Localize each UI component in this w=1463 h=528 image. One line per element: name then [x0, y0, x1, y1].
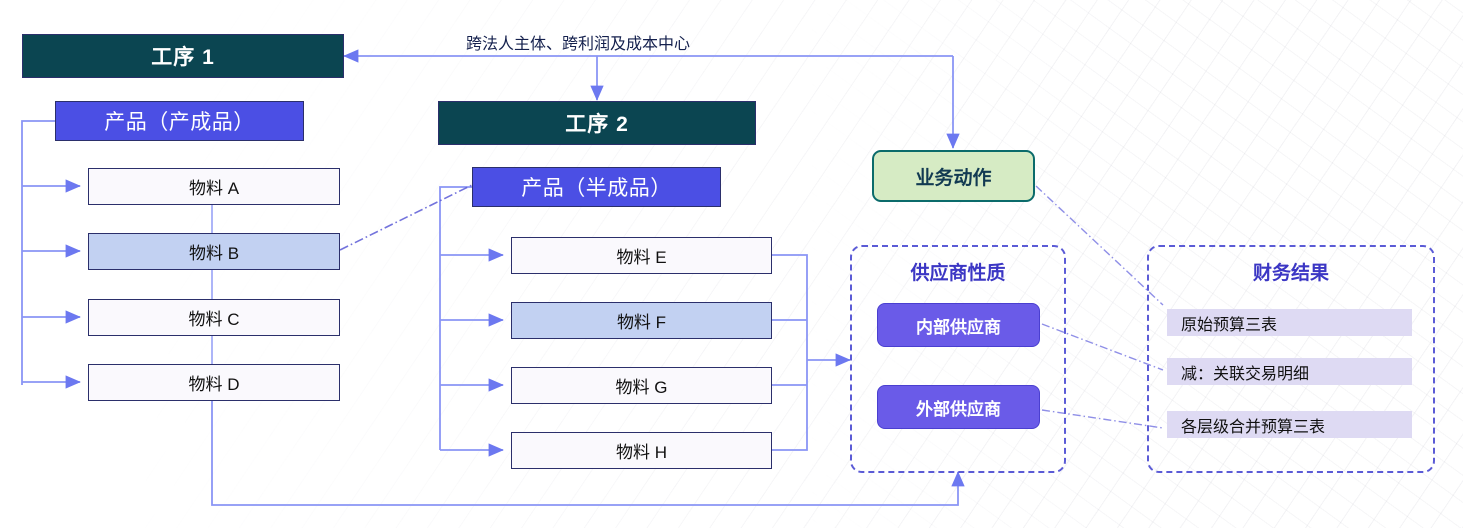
material-a-box[interactable]: 物料 A: [88, 168, 340, 205]
process-2-label: 工序 2: [565, 113, 629, 136]
business-action-label: 业务动作: [915, 167, 992, 189]
process-2-header[interactable]: 工序 2: [438, 101, 756, 145]
material-f-label: 物料 F: [616, 313, 667, 332]
finance-group-title: 财务结果: [1252, 263, 1329, 284]
finance-row-related-transactions-label: 减：关联交易明细: [1181, 365, 1310, 383]
material-d-label: 物料 D: [188, 375, 240, 394]
process-1-header[interactable]: 工序 1: [22, 34, 344, 78]
material-a-label: 物料 A: [188, 179, 240, 198]
material-b-box[interactable]: 物料 B: [88, 233, 340, 270]
product-semi-label: 产品（半成品）: [521, 177, 672, 200]
supplier-external-label: 外部供应商: [916, 399, 1001, 419]
process-1-label: 工序 1: [151, 46, 215, 69]
product-finished-label: 产品（产成品）: [104, 111, 255, 134]
material-h-label: 物料 H: [616, 443, 667, 462]
finance-group-container: [1147, 245, 1435, 473]
material-g-box[interactable]: 物料 G: [511, 367, 772, 404]
finance-row-related-transactions[interactable]: 减：关联交易明细: [1167, 358, 1412, 385]
finance-row-original-budget[interactable]: 原始预算三表: [1167, 309, 1412, 336]
supplier-internal-label: 内部供应商: [916, 317, 1001, 337]
material-e-label: 物料 E: [616, 248, 667, 267]
material-e-box[interactable]: 物料 E: [511, 237, 772, 274]
material-h-box[interactable]: 物料 H: [511, 432, 772, 469]
finance-row-consolidated-budget[interactable]: 各层级合并预算三表: [1167, 411, 1412, 438]
finance-row-consolidated-budget-label: 各层级合并预算三表: [1181, 418, 1326, 436]
supplier-external-button[interactable]: 外部供应商: [877, 385, 1040, 429]
product-finished-box[interactable]: 产品（产成品）: [55, 101, 304, 141]
finance-row-original-budget-label: 原始预算三表: [1181, 316, 1278, 334]
material-d-box[interactable]: 物料 D: [88, 364, 340, 401]
material-g-label: 物料 G: [615, 378, 668, 397]
material-c-box[interactable]: 物料 C: [88, 299, 340, 336]
material-b-label: 物料 B: [188, 244, 240, 263]
supplier-group-container: [850, 245, 1066, 473]
material-c-label: 物料 C: [188, 310, 240, 329]
supplier-internal-button[interactable]: 内部供应商: [877, 303, 1040, 347]
cross-entity-annotation: 跨法人主体、跨利润及成本中心: [466, 36, 691, 53]
material-f-box[interactable]: 物料 F: [511, 302, 772, 339]
business-action-box[interactable]: 业务动作: [872, 150, 1035, 202]
supplier-group-title: 供应商性质: [910, 263, 1006, 284]
product-semi-box[interactable]: 产品（半成品）: [472, 167, 721, 207]
